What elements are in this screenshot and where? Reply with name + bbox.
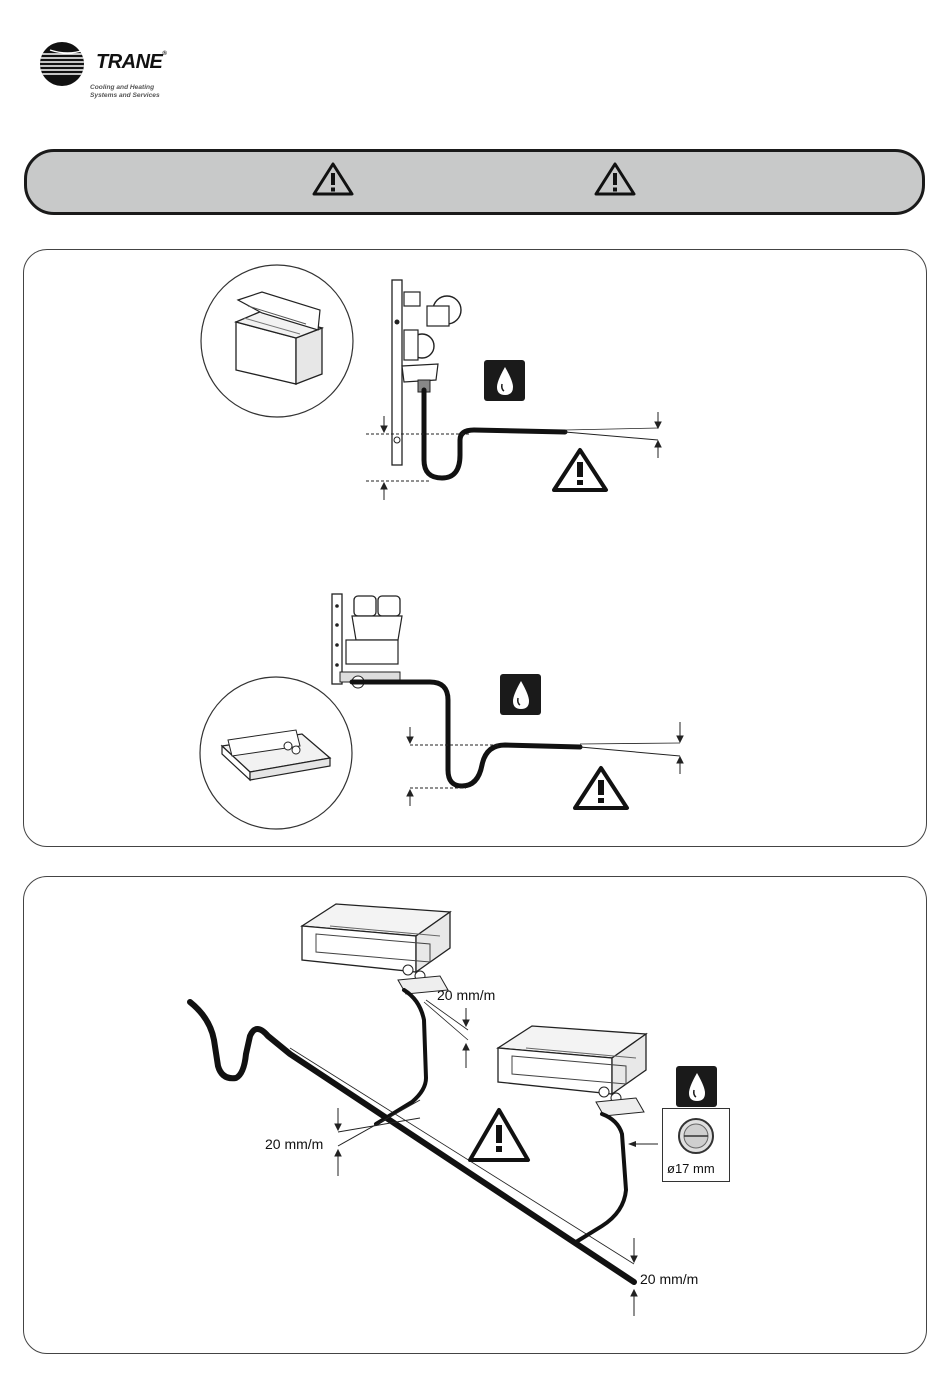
pipe-diameter-box: ø17 mm bbox=[662, 1108, 730, 1182]
drain-diameter-label: ø17 mm bbox=[667, 1161, 715, 1176]
slope-label-lower: 20 mm/m bbox=[640, 1271, 698, 1287]
fan-coil-unit-lower bbox=[498, 1026, 646, 1116]
branch-drain-lower bbox=[576, 1114, 626, 1242]
water-drop-icon bbox=[676, 1066, 717, 1107]
slope-label-middle: 20 mm/m bbox=[265, 1136, 323, 1152]
warning-triangle-icon bbox=[470, 1110, 528, 1160]
slope-label-upper: 20 mm/m bbox=[437, 987, 495, 1003]
branch-drain-upper bbox=[376, 990, 426, 1124]
pipe-cross-section-icon bbox=[663, 1113, 729, 1159]
fan-coil-unit-upper bbox=[302, 904, 450, 994]
